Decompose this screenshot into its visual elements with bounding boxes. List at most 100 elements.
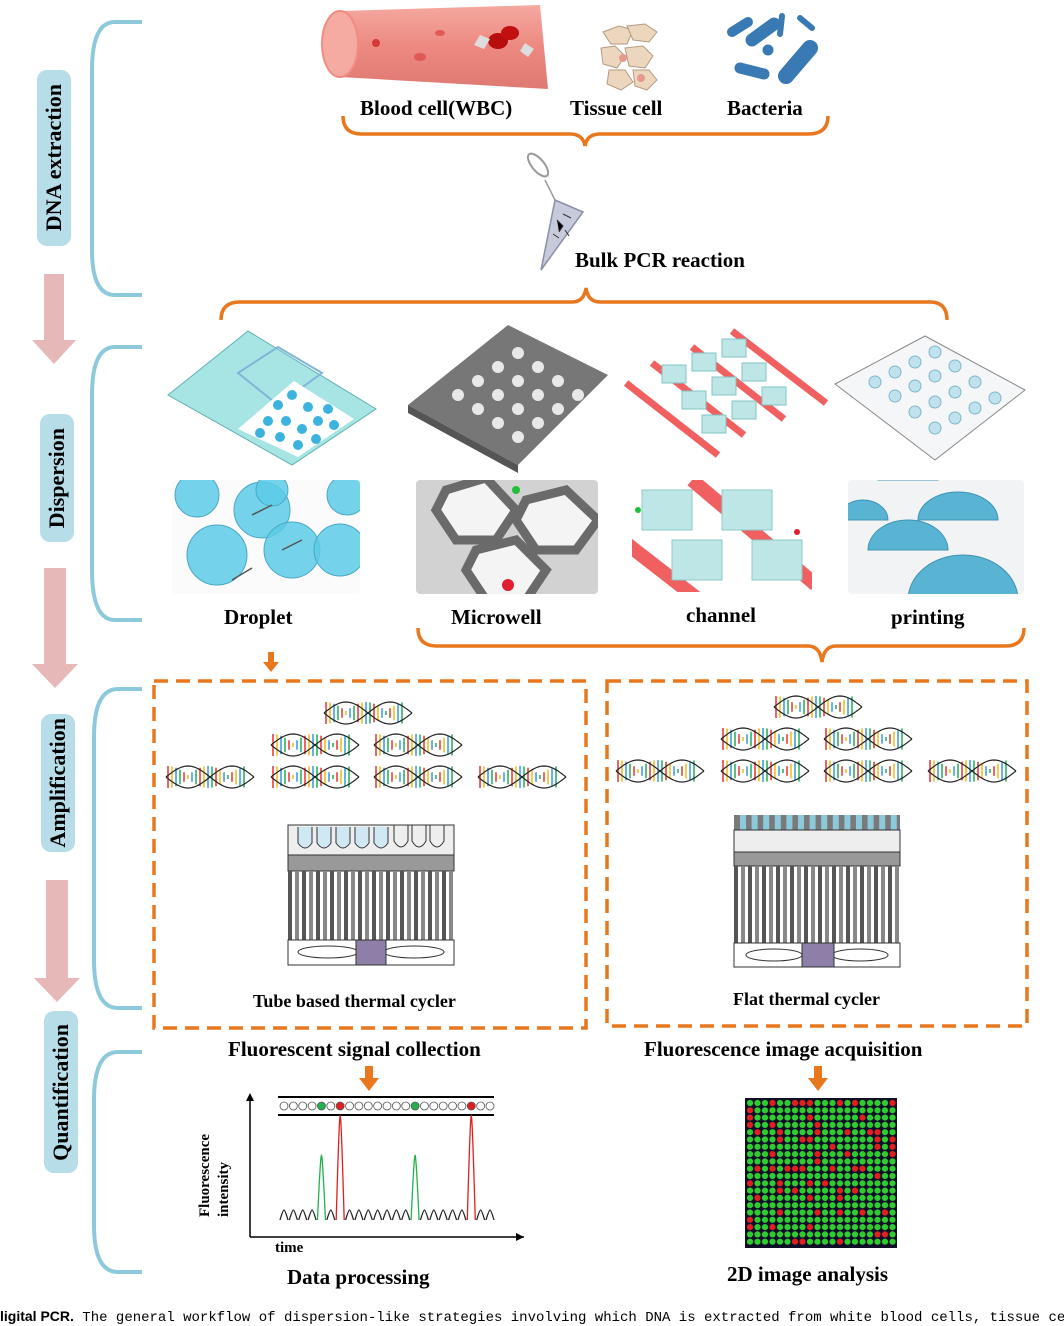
fluorescence-spot — [806, 1172, 814, 1180]
fin — [874, 866, 878, 943]
droplet-chip-illustration — [167, 330, 377, 466]
fluorescence-spot — [866, 1129, 874, 1136]
fluorescence-spot — [866, 1180, 874, 1187]
fluorescence-spot — [806, 1187, 814, 1194]
fluorescence-spot — [806, 1165, 814, 1172]
droplet — [466, 1101, 476, 1111]
fluorescence-spot — [746, 1224, 754, 1231]
fluorescence-spot — [829, 1209, 836, 1216]
fluorescence-spot — [851, 1143, 859, 1150]
fluorescence-spot — [821, 1136, 829, 1143]
fluorescence-spot — [889, 1209, 896, 1216]
droplet — [298, 1101, 308, 1111]
fluorescence-spot — [874, 1121, 881, 1128]
fin — [428, 871, 432, 940]
fluorescence-spot — [799, 1158, 806, 1165]
fluorescence-spot — [844, 1165, 851, 1172]
flat-thermal-cycler-label: Flat thermal cycler — [733, 989, 880, 1009]
droplet — [307, 1101, 317, 1111]
fluorescence-spot — [814, 1180, 821, 1187]
fluorescence-spot — [784, 1107, 791, 1114]
fluorescence-spot — [829, 1136, 836, 1143]
fluorescence-spot — [836, 1172, 844, 1180]
fluorescence-spot — [791, 1216, 799, 1223]
fluorescence-spot — [746, 1136, 754, 1143]
fluorescence-spot — [859, 1151, 866, 1158]
fluorescence-spot — [866, 1165, 874, 1172]
fluorescence-spot — [844, 1224, 851, 1231]
fluorescence-spot — [791, 1238, 799, 1245]
fluorescence-spot — [784, 1187, 791, 1194]
orange-arrows — [263, 652, 828, 1091]
brace-bulk — [219, 287, 949, 321]
fluorescence-spot — [889, 1158, 896, 1165]
fluorescence-spot — [769, 1216, 776, 1223]
fluorescence-spot — [806, 1151, 814, 1158]
fluorescence-spot — [829, 1165, 836, 1172]
bacteria-illustration — [727, 13, 818, 84]
fluorescence-spot — [769, 1172, 776, 1180]
fluorescence-spot — [844, 1129, 851, 1136]
fin — [386, 871, 390, 940]
fluorescence-spot — [889, 1107, 896, 1114]
fluorescence-spot — [836, 1099, 844, 1107]
fluorescence-spot — [889, 1099, 896, 1107]
fluorescence-spot — [829, 1231, 836, 1238]
2d-fluorescence-image — [745, 1098, 897, 1248]
fluorescence-spot — [874, 1099, 881, 1107]
fin — [811, 866, 815, 943]
fluorescence-spot — [851, 1194, 859, 1201]
microwell-detail-panel — [416, 480, 598, 594]
dna-amplification-left — [164, 700, 574, 790]
fluorescence-spot — [836, 1231, 844, 1238]
fluorescence-spot — [874, 1194, 881, 1201]
fluorescence-spot — [866, 1107, 874, 1114]
fluorescence-spot — [881, 1165, 889, 1172]
fluorescence-spot — [746, 1202, 754, 1209]
brace-dispersion — [416, 627, 1026, 663]
fluorescence-spot — [791, 1224, 799, 1231]
signal-peak — [457, 1209, 467, 1221]
fluorescence-spot — [791, 1194, 799, 1201]
fluorescence-spot — [821, 1143, 829, 1150]
fluorescence-spot — [799, 1194, 806, 1201]
down-arrow-icon — [34, 880, 80, 1002]
fluorescence-spot — [776, 1202, 784, 1209]
fluorescence-spot — [881, 1099, 889, 1107]
fluorescence-spot — [776, 1224, 784, 1231]
heat-sink-fins — [288, 871, 453, 940]
fluorescence-spot — [821, 1129, 829, 1136]
fluorescence-spot — [799, 1172, 806, 1180]
fluorescence-spot — [799, 1143, 806, 1150]
fluorescence-spot — [844, 1216, 851, 1223]
fluorescence-spot — [829, 1238, 836, 1245]
fluorescence-spot — [829, 1099, 836, 1107]
fluorescence-spot — [836, 1158, 844, 1165]
fluorescence-spot — [889, 1194, 896, 1201]
fluorescence-spot — [836, 1194, 844, 1201]
droplet — [401, 1101, 411, 1111]
plot-xlabel: time — [275, 1240, 304, 1256]
fluorescence-image-acquisition-title: Fluorescence image acquisition — [644, 1037, 923, 1061]
fluorescence-spot — [866, 1209, 874, 1216]
fluorescence-spot — [754, 1187, 761, 1194]
fluorescence-spot — [821, 1107, 829, 1114]
plot-ylabel: Fluorescence intensity — [197, 1133, 232, 1217]
fluorescence-spot — [889, 1121, 896, 1128]
fluorescence-spot — [859, 1209, 866, 1216]
fluorescence-spot — [746, 1099, 754, 1107]
droplet — [326, 1101, 336, 1111]
fluorescence-spot — [889, 1172, 896, 1180]
fluorescence-spot — [806, 1238, 814, 1245]
fluorescence-spot — [844, 1121, 851, 1128]
fluorescence-spot — [851, 1202, 859, 1209]
fluorescence-spot — [851, 1129, 859, 1136]
fluorescence-spot — [829, 1129, 836, 1136]
fin — [337, 871, 341, 940]
amplification-box-right — [605, 679, 1029, 1028]
fluorescence-spot — [769, 1187, 776, 1194]
figure-caption: ligital PCR. The general workflow of dis… — [0, 1308, 1064, 1326]
stage-label-amplification: Amplification — [41, 714, 75, 852]
fluorescence-spot — [761, 1180, 769, 1187]
fluorescence-spot — [776, 1114, 784, 1121]
